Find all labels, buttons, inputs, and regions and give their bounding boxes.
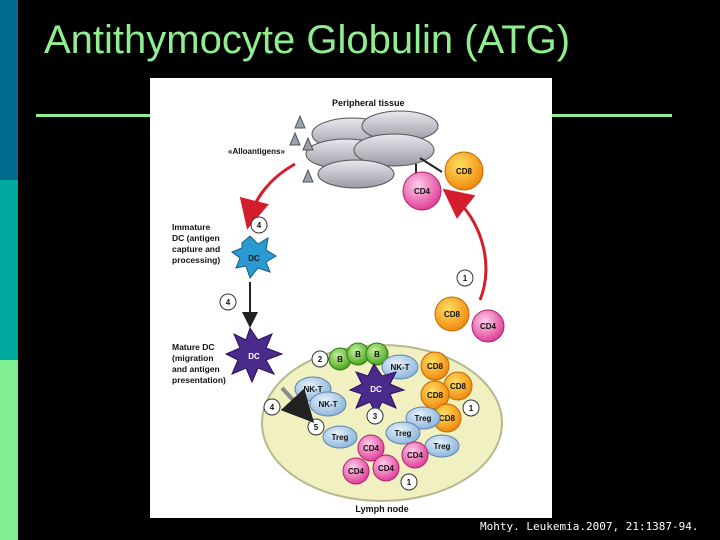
step-badge	[311, 350, 329, 368]
cd4-label: CD4	[378, 464, 395, 473]
mature-dc-text: DC	[248, 352, 260, 361]
title-rule-left	[36, 114, 152, 117]
immature-dc-label-3: capture and	[172, 244, 220, 254]
nkt-label: NK-T	[318, 400, 337, 409]
step-badge-label: 4	[270, 403, 275, 412]
treg-label: Treg	[332, 433, 349, 442]
cd4-label: CD4	[407, 451, 424, 460]
immature-dc-label-2: DC (antigen	[172, 233, 220, 243]
nkt-label: NK-T	[390, 363, 409, 372]
cd8-label: CD8	[456, 167, 473, 176]
arrow-dc-to-node	[280, 386, 315, 423]
nkt-label: NK-T	[303, 385, 322, 394]
immature-dc-text: DC	[248, 254, 260, 263]
step-badge-label: 2	[318, 355, 323, 364]
cd4-cell-node	[372, 454, 400, 482]
immature-dc-cell	[230, 235, 277, 280]
arrow-tissue-to-dc	[239, 162, 296, 230]
step-badge-label: 4	[226, 298, 231, 307]
treg-cell	[322, 425, 358, 449]
atg-diagram: Peripheral tissue «Alloantigens» CD8 CD4…	[150, 78, 552, 518]
step-badge	[250, 216, 268, 234]
cd4-cell-outside	[471, 309, 505, 343]
step-badge	[263, 398, 281, 416]
mature-dc-cell	[224, 326, 284, 384]
side-bar-top	[0, 0, 18, 180]
step-badge-label: 4	[257, 221, 262, 230]
side-bar-bottom	[0, 360, 18, 540]
cd8-cell-outside	[434, 296, 470, 332]
b-cell-label: B	[337, 355, 343, 364]
step-badge	[219, 293, 237, 311]
treg-label: Treg	[434, 442, 451, 451]
cd8-label: CD8	[439, 414, 456, 423]
b-cell-label: B	[355, 350, 361, 359]
step-badge	[307, 418, 325, 436]
mature-dc-label-1: Mature DC	[172, 342, 215, 352]
cd4-cell-node	[357, 434, 385, 462]
step-badge	[456, 269, 474, 287]
cd8-label: CD8	[427, 391, 444, 400]
alloantigens-label: «Alloantigens»	[228, 147, 285, 156]
treg-label: Treg	[395, 429, 412, 438]
b-cell	[365, 342, 389, 366]
step-badge	[462, 399, 480, 417]
step-badge-label: 3	[373, 412, 378, 421]
immature-dc-label-4: processing)	[172, 255, 220, 265]
treg-cell	[385, 421, 421, 445]
cd8-label: CD8	[450, 382, 467, 391]
cd4-cell-node	[342, 457, 370, 485]
cd4-cell-tissue	[402, 171, 442, 211]
cd4-label: CD4	[480, 322, 497, 331]
tissue-link	[419, 157, 443, 173]
cd4-cell-node	[401, 441, 429, 469]
arrow-node-to-tissue	[442, 188, 488, 301]
treg-label: Treg	[415, 414, 432, 423]
step-badge	[366, 407, 384, 425]
diagram-svg: Peripheral tissue «Alloantigens» CD8 CD4…	[172, 98, 505, 514]
step-badge-label: 1	[463, 274, 468, 283]
treg-cell	[405, 406, 441, 430]
central-dc-text: DC	[370, 385, 382, 394]
peripheral-tissue-label: Peripheral tissue	[332, 98, 405, 108]
b-cell-label: B	[374, 350, 380, 359]
step-badge-label: 1	[469, 404, 474, 413]
cd8-cell-node	[420, 351, 450, 381]
alloantigen-triangles	[289, 114, 314, 183]
step-badge-label: 5	[314, 423, 319, 432]
immature-dc-label-1: Immature	[172, 222, 211, 232]
title-rule-right	[552, 114, 672, 117]
lymph-node-label: Lymph node	[355, 504, 408, 514]
cd4-label: CD4	[414, 187, 431, 196]
cd8-cell-node	[420, 380, 450, 410]
mature-dc-label-4: presentation)	[172, 375, 226, 385]
step-badge-label: 1	[407, 478, 412, 487]
cd8-label: CD8	[427, 362, 444, 371]
citation: Mohty. Leukemia.2007, 21:1387-94.	[480, 520, 699, 533]
mature-dc-label-2: (migration	[172, 353, 214, 363]
peripheral-tissue-cells	[305, 110, 439, 189]
side-bar-middle	[0, 180, 18, 360]
slide-title: Antithymocyte Globulin (ATG)	[44, 18, 571, 62]
cd4-label: CD4	[348, 467, 365, 476]
step-badge	[400, 473, 418, 491]
mature-dc-label-3: and antigen	[172, 364, 220, 374]
cd4-label: CD4	[363, 444, 380, 453]
cd8-label: CD8	[444, 310, 461, 319]
